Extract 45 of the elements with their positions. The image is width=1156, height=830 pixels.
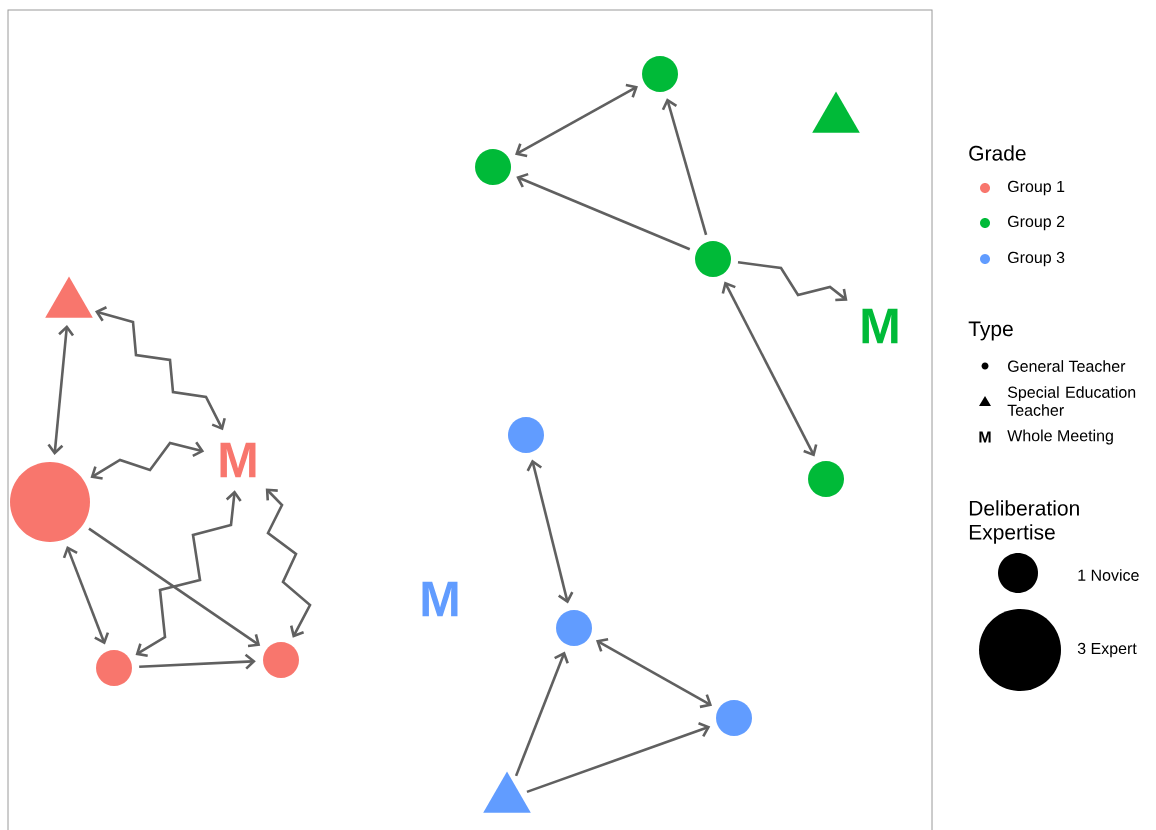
arrow [94, 306, 226, 431]
triangle-marker [45, 276, 93, 318]
circle-marker [556, 610, 592, 646]
arrow [265, 488, 312, 638]
circle-marker [716, 700, 752, 736]
meeting-letter: M [422, 581, 458, 617]
arrow [721, 281, 818, 457]
legend-heading: Type [968, 321, 1013, 341]
legend-label: Whole Meeting [1007, 429, 1113, 445]
triangle-marker [812, 91, 860, 133]
arrow [526, 722, 711, 794]
legend-heading: Deliberation Expertise [969, 500, 1079, 544]
legend-label: General Teacher [1008, 360, 1126, 372]
legend-heading: Grade [969, 145, 1026, 161]
circle-marker [808, 461, 844, 497]
legend-label: Special Education Teacher [1007, 386, 1136, 416]
meeting-letter: M [220, 442, 256, 478]
legend-label: 3 Expert [1077, 642, 1137, 658]
circle-marker [475, 149, 511, 185]
legend-label: Group 2 [1008, 215, 1065, 231]
arrow [595, 637, 713, 709]
circle-marker [263, 642, 299, 678]
legend-label: Group 3 [1008, 251, 1065, 267]
legend-label: 1 Novice [1078, 569, 1139, 581]
circle-marker [508, 417, 544, 453]
legend-label: Group 1 [1008, 180, 1065, 196]
circle-marker [10, 462, 90, 542]
arrow [47, 324, 75, 456]
circle-marker [642, 56, 678, 92]
arrow [661, 98, 708, 236]
circle-marker [695, 241, 731, 277]
arrow [139, 653, 256, 670]
arrow [514, 651, 569, 777]
arrow [88, 527, 261, 648]
circle-marker [96, 650, 132, 686]
arrow [135, 490, 242, 657]
legend-symbol: M [979, 431, 991, 443]
arrow [737, 261, 848, 302]
arrow [515, 83, 638, 158]
arrow [62, 546, 110, 645]
arrow [516, 172, 691, 251]
meeting-letter: M [862, 308, 898, 344]
arrow [526, 459, 574, 604]
triangle-marker [483, 771, 531, 813]
arrow [90, 441, 205, 480]
